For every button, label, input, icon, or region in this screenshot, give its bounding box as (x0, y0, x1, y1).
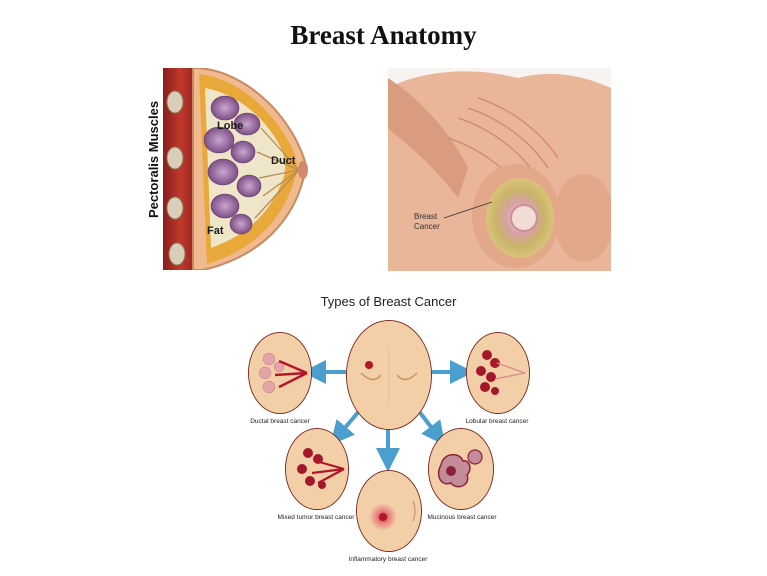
lobular-caption: Lobular breast cancer (462, 418, 532, 425)
mixed-caption: Mixed tumor breast cancer (272, 514, 360, 521)
mixed-cancer-circle (285, 428, 349, 510)
inflammatory-cancer-circle (356, 470, 422, 552)
central-breast-circle (346, 320, 432, 430)
arrow-to-mixed (338, 410, 360, 436)
mucinous-cancer-circle (428, 428, 494, 510)
arrow-to-mucinous (418, 410, 438, 436)
ductal-caption: Ductal breast cancer (246, 418, 314, 425)
inflammatory-caption: Inflammatory breast cancer (338, 556, 438, 563)
mucinous-caption: Mucinous breast cancer (422, 514, 502, 521)
lobular-cancer-circle (466, 332, 530, 414)
ductal-cancer-circle (248, 332, 312, 414)
